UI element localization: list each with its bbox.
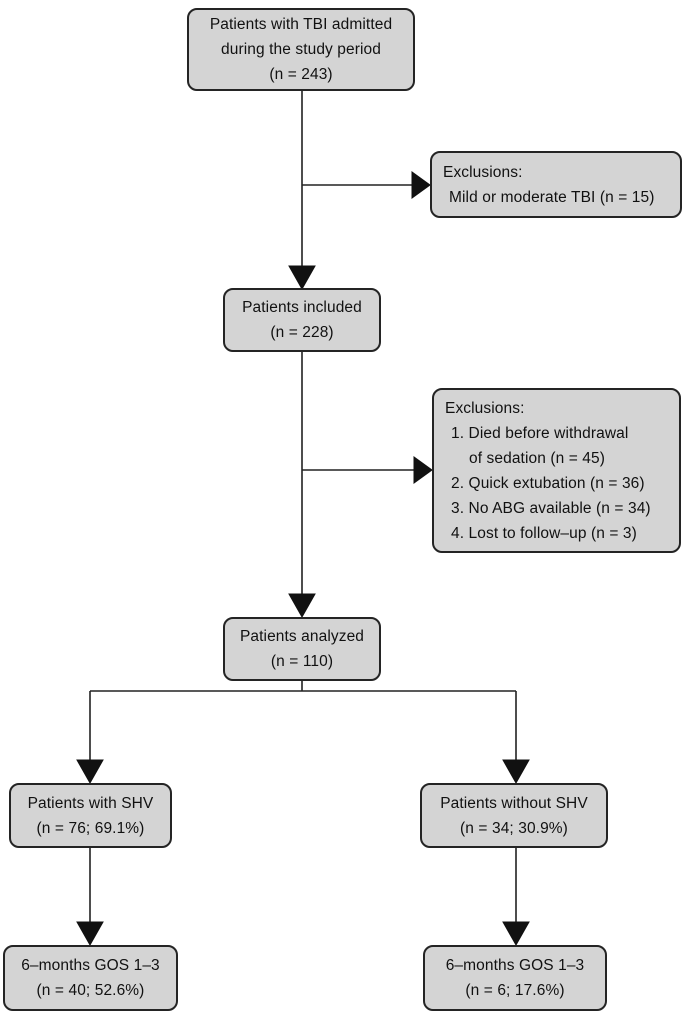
node-text-line: 6–months GOS 1–3 — [445, 957, 585, 974]
node-text-line: Patients analyzed — [239, 628, 365, 645]
arrowhead-into-gos-with-shv — [76, 921, 104, 947]
node-text-line: Patients with SHV — [27, 794, 154, 812]
node-patients-with-shv: Patients with SHV (n = 76; 69.1%) — [9, 783, 172, 848]
node-text-line: (n = 228) — [270, 324, 334, 341]
node-gos-with-shv: 6–months GOS 1–3 (n = 40; 52.6%) — [3, 945, 178, 1011]
node-text-line: (n = 110) — [270, 653, 334, 670]
node-gos-without-shv: 6–months GOS 1–3 (n = 6; 17.6%) — [423, 945, 607, 1011]
node-text-line: during the study period — [221, 41, 381, 58]
node-text-line: Patients included — [242, 299, 362, 316]
node-text-line: (n = 6; 17.6%) — [465, 982, 565, 999]
node-text-line: Exclusions: — [443, 163, 523, 181]
node-text-line: (n = 34; 30.9%) — [460, 819, 568, 837]
node-text-line: (n = 40; 52.6%) — [36, 982, 145, 999]
arrowhead-into-included — [288, 265, 316, 291]
node-patients-analyzed: Patients analyzed (n = 110) — [223, 617, 381, 681]
node-patients-without-shv: Patients without SHV (n = 34; 30.9%) — [420, 783, 608, 848]
node-patients-included: Patients included (n = 228) — [223, 288, 381, 352]
node-text-line: Patients with TBI admitted — [209, 16, 393, 33]
node-text-line: 2. Quick extubation (n = 36) — [451, 474, 645, 492]
node-text-line: of sedation (n = 45) — [469, 449, 605, 467]
node-text-line: Mild or moderate TBI (n = 15) — [449, 188, 655, 206]
node-text-line: 6–months GOS 1–3 — [21, 957, 160, 974]
node-text-line: (n = 76; 69.1%) — [36, 819, 145, 837]
node-text-line: 3. No ABG available (n = 34) — [451, 499, 651, 517]
arrowhead-into-without-shv — [502, 759, 530, 785]
node-text-line: 1. Died before withdrawal — [451, 424, 629, 442]
node-text-line: 4. Lost to follow–up (n = 3) — [451, 524, 637, 542]
node-patients-admitted: Patients with TBI admitted during the st… — [187, 8, 415, 91]
node-exclusions-1: Exclusions: Mild or moderate TBI (n = 15… — [430, 151, 682, 218]
arrowhead-into-gos-without-shv — [502, 921, 530, 947]
arrowhead-into-with-shv — [76, 759, 104, 785]
node-text-line: (n = 243) — [269, 66, 333, 83]
node-text-line: Patients without SHV — [440, 794, 588, 812]
arrowhead-into-analyzed — [288, 593, 316, 619]
node-text-line: Exclusions: — [445, 399, 525, 417]
node-exclusions-2: Exclusions: 1. Died before withdrawal of… — [432, 388, 681, 553]
arrowhead-into-exclusions2 — [413, 456, 433, 484]
arrowhead-into-exclusions1 — [411, 171, 431, 199]
